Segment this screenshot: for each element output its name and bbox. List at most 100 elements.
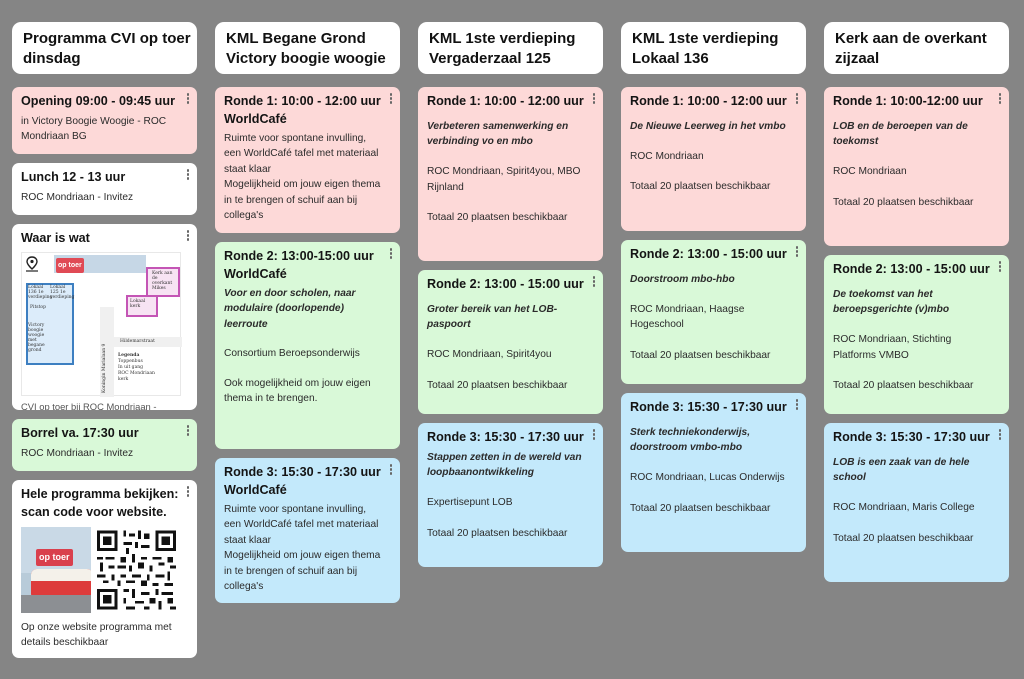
more-vertical-icon[interactable] [794,246,800,257]
post-body: ROC Mondriaan - Invitez [21,447,134,459]
more-vertical-icon[interactable] [997,261,1003,272]
post-title: Ronde 3: 15:30 - 17:30 uur [630,400,787,414]
column-title-line: dinsdag [23,50,81,67]
more-vertical-icon[interactable] [997,93,1003,104]
post-ronde-3[interactable]: Ronde 3: 15:30 - 17:30 uur LOB is een za… [824,423,1009,582]
post-title: Ronde 3: 15:30 - 17:30 uur [833,430,990,444]
post-subtitle: Verbeteren samenwerking en verbinding vo… [427,120,569,147]
more-vertical-icon[interactable] [388,93,394,104]
more-vertical-icon[interactable] [388,464,394,475]
location-map-image[interactable]: op toer Lokaal 136 1e verdieping Lokaal … [21,251,182,397]
post-body: ROC Mondriaan, Maris College [833,502,975,514]
map-building-roc [26,282,74,365]
more-vertical-icon[interactable] [185,425,191,436]
post-hele-programma[interactable]: Hele programma bekijken: scan code voor … [12,480,197,658]
post-body: Totaal 20 plaatsen beschikbaar [630,349,771,361]
map-street-label: Hildemarstraat [120,338,155,344]
post-title: Hele programma bekijken: scan code voor … [21,487,179,519]
post-caption: CVI op toer bij ROC Mondriaan - Koningin… [21,400,157,411]
post-ronde-2[interactable]: Ronde 2: 13:00 - 15:00 uur De toekomst v… [824,255,1009,414]
map-street-label: Koningin Marialaan 9 [102,343,107,393]
more-vertical-icon[interactable] [185,93,191,104]
post-ronde-2[interactable]: Ronde 2: 13:00-15:00 uur WorldCafé Voor … [215,242,400,449]
column-title-line: KML 1ste verdieping [429,30,576,47]
post-ronde-1[interactable]: Ronde 1: 10:00 - 12:00 uur WorldCafé Rui… [215,87,400,233]
post-title: Opening 09:00 - 09:45 uur [21,94,175,108]
column-title-line: Kerk aan de overkant [835,30,987,47]
post-body: Op onze website programma met details be… [21,622,172,649]
more-vertical-icon[interactable] [591,429,597,440]
post-ronde-3[interactable]: Ronde 3: 15:30 - 17:30 uur WorldCafé Rui… [215,458,400,603]
post-body: Totaal 20 plaatsen beschikbaar [427,379,568,391]
post-body: ROC Mondriaan [630,150,704,162]
post-body: ROC Mondriaan, Spirit4you [427,349,552,361]
promo-bus-image[interactable]: op toer [21,527,91,613]
map-road [100,336,182,347]
post-lunch[interactable]: Lunch 12 - 13 uur ROC Mondriaan - Invite… [12,163,197,215]
map-legend-item: In uit gang [118,364,144,370]
post-ronde-1[interactable]: Ronde 1: 10:00 - 12:00 uur Verbeteren sa… [418,87,603,261]
post-subtitle: De toekomst van het beroepsgerichte (v)m… [833,288,950,315]
post-title: Ronde 2: 13:00 - 15:00 uur [630,247,787,261]
post-subtitle: LOB is een zaak van de hele school [833,456,970,483]
map-pin-icon [26,255,38,272]
column-header[interactable]: Programma CVI op toer dinsdag [12,22,197,74]
map-label: Lokaal 125 1e verdieping [50,284,75,300]
map-legend-title: Legenda [118,352,140,358]
post-ronde-2[interactable]: Ronde 2: 13:00 - 15:00 uur Groter bereik… [418,270,603,414]
post-subtitle: Voor en door scholen, naar modulaire (do… [224,288,356,330]
map-legend-item: ROC Mondriaan [118,370,155,376]
post-body: Totaal 20 plaatsen beschikbaar [630,502,771,514]
post-body: Totaal 20 plaatsen beschikbaar [427,212,568,224]
post-ronde-3[interactable]: Ronde 3: 15:30 - 17:30 uur Stappen zette… [418,423,603,567]
column-kerk-zijzaal: Kerk aan de overkant zijzaal Ronde 1: 10… [824,22,1009,582]
post-title: Ronde 2: 13:00 - 15:00 uur [427,277,584,291]
column-header[interactable]: KML 1ste verdieping Lokaal 136 [621,22,806,74]
map-label: Pitstop [30,304,46,310]
more-vertical-icon[interactable] [794,399,800,410]
post-waar-is-wat[interactable]: Waar is wat op toer Lokaal 136 1e verdie… [12,224,197,410]
post-subtitle: De Nieuwe Leerweg in het vmbo [630,120,786,132]
qr-code-icon[interactable] [94,527,179,613]
post-ronde-1[interactable]: Ronde 1: 10:00-12:00 uur LOB en de beroe… [824,87,1009,246]
post-body: ROC Mondriaan, Stichting Platforms VMBO [833,334,952,361]
post-title: Ronde 1: 10:00 - 12:00 uur WorldCafé [224,94,381,126]
more-vertical-icon[interactable] [185,230,191,241]
post-body: Totaal 20 plaatsen beschikbaar [833,196,974,208]
more-vertical-icon[interactable] [388,248,394,259]
post-title: Ronde 3: 15:30 - 17:30 uur WorldCafé [224,465,381,497]
column-title-line: KML 1ste verdieping [632,30,779,47]
post-body: ROC Mondriaan, Haagse Hogeschool [630,303,745,331]
post-ronde-1[interactable]: Ronde 1: 10:00 - 12:00 uur De Nieuwe Lee… [621,87,806,231]
map-label: Kerk aan de overkant Mikes [152,270,173,291]
more-vertical-icon[interactable] [997,429,1003,440]
post-body: Ruimte voor spontane invulling, een Worl… [224,133,379,175]
column-header[interactable]: KML Begane Grond Victory boogie woogie [215,22,400,74]
post-opening[interactable]: Opening 09:00 - 09:45 uur in Victory Boo… [12,87,197,154]
column-kml-begane-grond: KML Begane Grond Victory boogie woogie R… [215,22,400,603]
more-vertical-icon[interactable] [591,93,597,104]
map-building-lokaal-kerk [126,294,158,317]
post-ronde-2[interactable]: Ronde 2: 13:00 - 15:00 uur Doorstroom mb… [621,240,806,384]
post-title: Ronde 1: 10:00 - 12:00 uur [630,94,787,108]
more-vertical-icon[interactable] [591,276,597,287]
post-body: Totaal 20 plaatsen beschikbaar [427,527,568,539]
post-title: Borrel va. 17:30 uur [21,426,139,440]
post-title: Ronde 1: 10:00-12:00 uur [833,94,983,108]
post-title: Ronde 1: 10:00 - 12:00 uur [427,94,584,108]
more-vertical-icon[interactable] [185,169,191,180]
post-ronde-3[interactable]: Ronde 3: 15:30 - 17:30 uur Sterk technie… [621,393,806,552]
post-body: in Victory Boogie Woogie - ROC Mondriaan… [21,115,167,142]
post-title: Lunch 12 - 13 uur [21,170,126,184]
more-vertical-icon[interactable] [794,93,800,104]
post-body: Totaal 20 plaatsen beschikbaar [833,380,974,392]
post-borrel[interactable]: Borrel va. 17:30 uur ROC Mondriaan - Inv… [12,419,197,471]
post-body: ROC Mondriaan - Invitez [21,191,134,203]
column-header[interactable]: KML 1ste verdieping Vergaderzaal 125 [418,22,603,74]
post-body: Mogelijkheid om jouw eigen thema in te b… [224,179,381,222]
post-body: Expertisepunt LOB [427,497,513,509]
column-header[interactable]: Kerk aan de overkant zijzaal [824,22,1009,74]
post-subtitle: Groter bereik van het LOB-paspoort [427,303,558,330]
more-vertical-icon[interactable] [185,486,191,497]
post-body: ROC Mondriaan [833,166,907,178]
